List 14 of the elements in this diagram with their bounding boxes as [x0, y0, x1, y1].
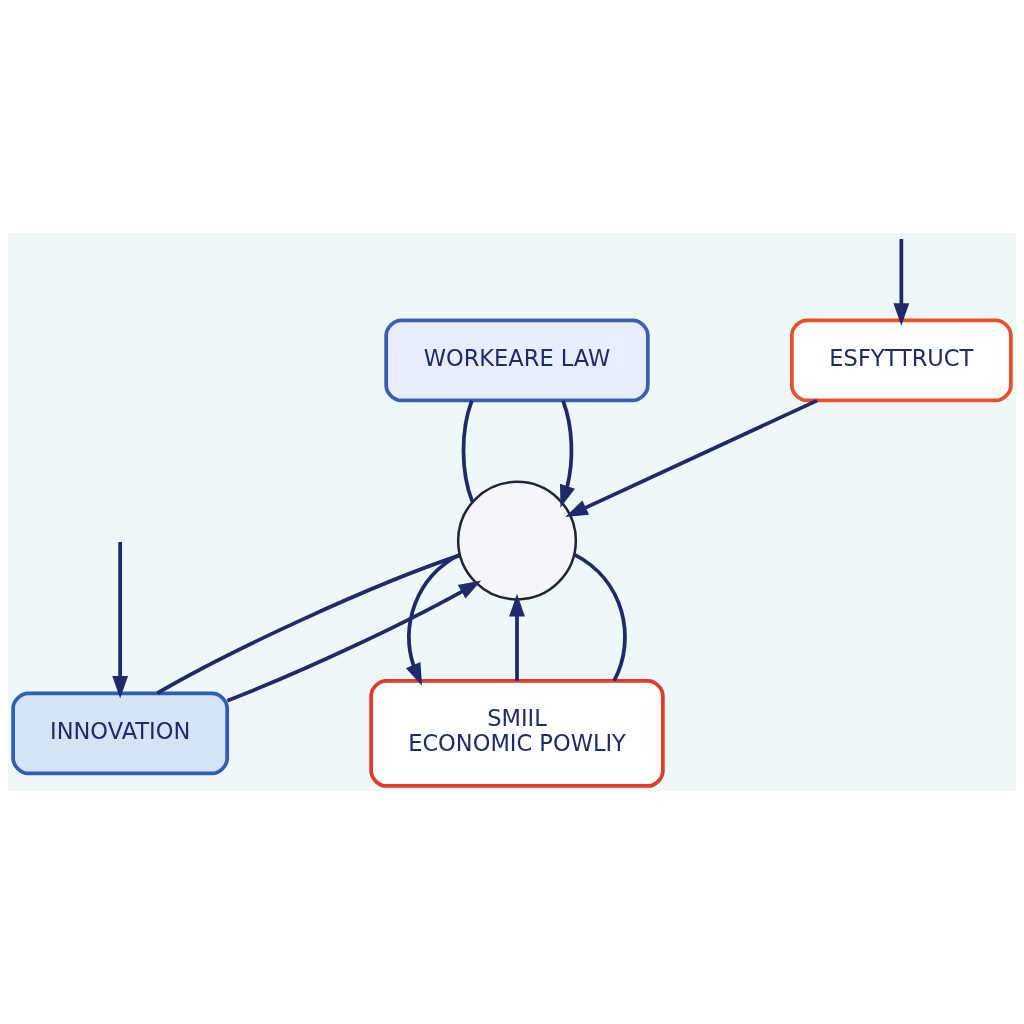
- connector: [156, 553, 461, 695]
- arrow: [226, 580, 482, 703]
- node-box: ESFYTTRUCT: [789, 318, 1013, 403]
- arrow: [559, 400, 575, 508]
- arrow: [893, 239, 910, 326]
- arrow: [565, 398, 818, 518]
- connector: [573, 553, 627, 682]
- node-box: SMIIL ECONOMIC POWLIY: [369, 678, 665, 788]
- connector: [461, 400, 475, 503]
- arrow: [509, 593, 525, 681]
- node-box: INNOVATION: [11, 691, 230, 776]
- arrow: [405, 553, 461, 686]
- node-box: WORKEARE LAW: [384, 318, 650, 403]
- arrow: [112, 542, 129, 699]
